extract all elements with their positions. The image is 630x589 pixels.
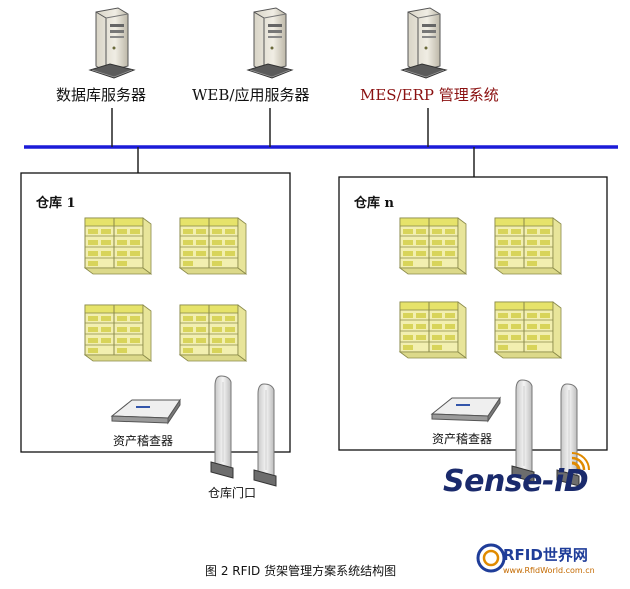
server-icon-database — [89, 7, 135, 79]
warehouse-n-reader-icon — [431, 397, 501, 422]
warehouse-1-shelf-2-icon — [179, 217, 247, 275]
rfidworld-inner-ring-icon — [482, 549, 500, 567]
sense-id-signal-arc-3 — [571, 452, 590, 471]
warehouse-1-shelf-4-icon — [179, 304, 247, 362]
rfidworld-url: www.RfidWorld.com.cn — [503, 566, 595, 575]
server-icon-mes-erp — [401, 7, 447, 79]
warehouse-1-reader-label: 资产稽查器 — [113, 434, 174, 448]
warehouse-n-box — [338, 176, 608, 451]
figure-caption: 图 2 RFID 货架管理方案系统结构图 — [205, 564, 397, 578]
server-icon-web-app — [247, 7, 293, 79]
sense-id-brand-logo: Sense-iD — [443, 464, 589, 499]
warehouse-n-shelf-2-icon — [494, 217, 562, 275]
sense-id-signal-arc-1 — [571, 461, 581, 471]
rfidworld-logo: RFID世界网 — [503, 546, 588, 564]
warehouse-n-title: 仓库 n — [354, 196, 394, 211]
warehouse-1-box — [20, 172, 291, 453]
warehouse-1-shelf-1-icon — [84, 217, 152, 275]
warehouse-n-shelf-1-icon — [399, 217, 467, 275]
warehouse-1-portal-gate-right-icon — [253, 383, 277, 487]
warehouse-1-shelf-3-icon — [84, 304, 152, 362]
warehouse-1-reader-icon — [111, 399, 181, 424]
server-label-web-app: WEB/应用服务器 — [192, 86, 310, 104]
warehouse-1-portal-label: 仓库门口 — [208, 486, 257, 500]
warehouse-n-shelf-3-icon — [399, 301, 467, 359]
warehouse-n-shelf-4-icon — [494, 301, 562, 359]
warehouse-1-portal-gate-left-icon — [210, 375, 234, 479]
warehouse-1-title: 仓库 1 — [36, 196, 76, 211]
server-label-database: 数据库服务器 — [56, 86, 147, 104]
warehouse-n-reader-label: 资产稽查器 — [432, 432, 493, 446]
server-label-mes-erp: MES/ERP 管理系统 — [360, 86, 499, 104]
rfidworld-ring-icon — [476, 543, 506, 573]
sense-id-signal-arc-2 — [571, 456, 586, 471]
